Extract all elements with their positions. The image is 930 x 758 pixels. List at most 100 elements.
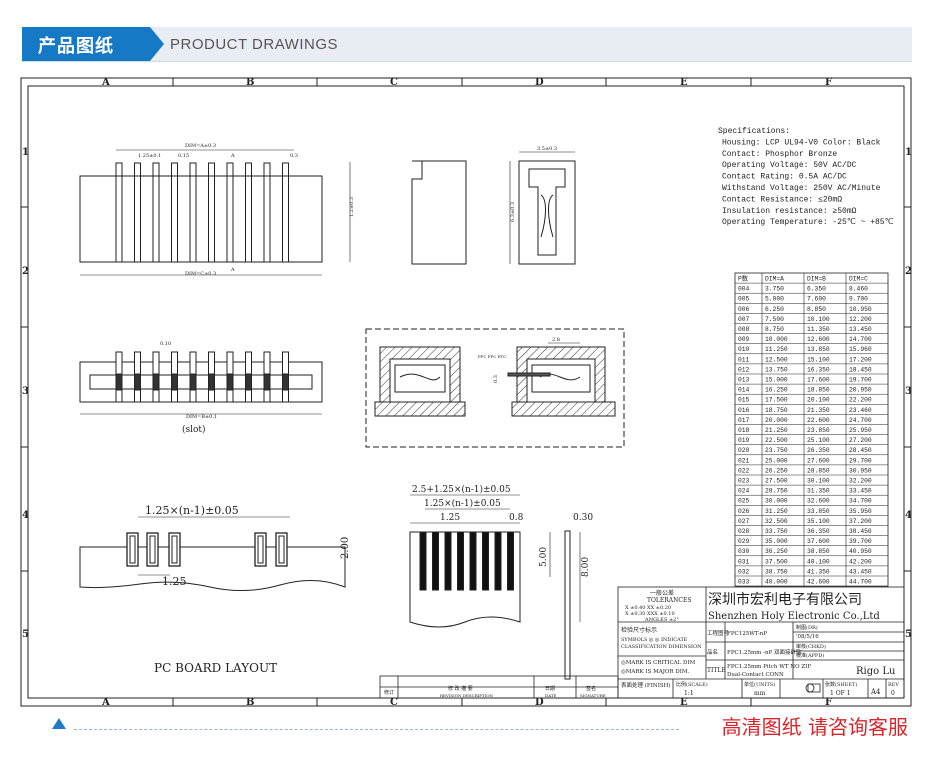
table-cell: 016 xyxy=(738,407,750,414)
table-cell: 011 xyxy=(738,356,750,363)
pcb-pad xyxy=(126,532,139,567)
pin-contact xyxy=(134,373,141,391)
pcb-pad-inner xyxy=(171,535,178,564)
table-cell: 028 xyxy=(738,528,750,535)
pcb-pitch-formula: 1.25×(n-1)±0.05 xyxy=(145,504,239,517)
company-cn: 深圳市宏利电子有限公司 xyxy=(708,591,862,608)
fpc-finger xyxy=(457,531,464,591)
table-cell: 18.450 xyxy=(849,366,872,373)
spec-line: Insulation resistance: ≥50mΩ xyxy=(722,207,857,216)
grid-col-label: E xyxy=(680,697,688,707)
table-cell: 033 xyxy=(738,579,750,586)
fpc-finger xyxy=(482,531,489,591)
spec-line: Housing: LCP UL94-V0 Color: Black xyxy=(722,138,881,147)
table-header-cell: DIM=C xyxy=(849,276,868,283)
section-tag: 产品图纸 xyxy=(22,27,164,61)
table-cell: 015 xyxy=(738,397,750,404)
table-cell: 30.100 xyxy=(807,478,830,485)
fpc-dim-label: 2.8 xyxy=(552,337,560,343)
table-cell: 38.450 xyxy=(849,528,872,535)
table-cell: 32.500 xyxy=(765,518,788,525)
table-cell: 32.600 xyxy=(807,498,830,505)
table-cell: 16.350 xyxy=(807,366,830,373)
table-cell: 008 xyxy=(738,326,750,333)
fpc-finger xyxy=(469,531,477,591)
table-cell: 10.000 xyxy=(765,336,788,343)
table-cell: 15.000 xyxy=(765,377,788,384)
table-cell: 30.000 xyxy=(765,498,788,505)
company-en: Shenzhen Holy Electronic Co.,Ltd xyxy=(708,611,880,622)
grid-col-label: F xyxy=(825,697,832,707)
inspect-en2: CLASSIFICATION DIMENSION xyxy=(621,644,702,650)
table-cell: 009 xyxy=(738,336,750,343)
rev-label: REV xyxy=(888,682,899,688)
pcb-pad-height: 2.00 xyxy=(340,537,351,559)
table-cell: 43.450 xyxy=(849,568,872,575)
table-cell: 019 xyxy=(738,437,750,444)
table-cell: 14.700 xyxy=(849,336,872,343)
grid-col-label: D xyxy=(535,697,544,707)
title-line1: FPC1.25mm Pitch WT NO ZIF xyxy=(727,664,811,670)
pcb-pad xyxy=(254,532,267,567)
fpc-drawing xyxy=(409,494,581,680)
table-cell: 33.450 xyxy=(849,488,872,495)
table-cell: 022 xyxy=(738,467,750,474)
fpc-finger xyxy=(507,531,514,591)
grid-col-label: E xyxy=(680,77,688,88)
table-cell: 17.500 xyxy=(765,397,788,404)
pin-contact xyxy=(115,373,123,391)
table-cell: 6.350 xyxy=(807,286,826,293)
table-cell: 17.200 xyxy=(849,356,872,363)
table-cell: 27.500 xyxy=(765,478,788,485)
pin xyxy=(226,162,234,263)
table-cell: 22.200 xyxy=(849,397,872,404)
table-cell: 25.000 xyxy=(765,457,788,464)
grid-row-label: 2 xyxy=(22,266,29,277)
pin-contact xyxy=(189,373,197,391)
table-cell: 13.450 xyxy=(849,326,872,333)
table-cell: 7.500 xyxy=(765,316,784,323)
title-line2: Dual-Contact CONN xyxy=(727,672,784,678)
section-a-mark: A xyxy=(230,153,235,159)
table-cell: 18.750 xyxy=(765,407,788,414)
surface-finish: 表面处理 (FINISH) xyxy=(621,681,671,689)
table-cell: 39.700 xyxy=(849,538,872,545)
section-subtitle: PRODUCT DRAWINGS xyxy=(170,36,339,53)
table-cell: 023 xyxy=(738,478,750,485)
table-cell: 21.250 xyxy=(765,427,788,434)
fpc-thickness: 0.30 xyxy=(573,513,593,523)
spec-line: Contact Rating: 0.5A AC/DC xyxy=(722,173,847,182)
table-cell: 38.750 xyxy=(765,568,788,575)
table-cell: 11.350 xyxy=(807,326,830,333)
table-cell: 7.600 xyxy=(807,296,826,303)
table-cell: 10.950 xyxy=(849,306,872,313)
pin-contact xyxy=(226,373,234,391)
rev-desc-cn: 修 改 描 要 xyxy=(448,685,473,692)
table-cell: 15.960 xyxy=(849,346,872,353)
table-frame xyxy=(734,272,889,587)
table-cell: 34.700 xyxy=(849,498,872,505)
rev: 0 xyxy=(891,690,895,697)
section-view xyxy=(509,151,576,265)
table-cell: 37.200 xyxy=(849,518,872,525)
pin-contact xyxy=(208,373,215,391)
pcb-pitch: 1.25 xyxy=(162,575,187,588)
table-cell: 13.750 xyxy=(765,366,788,373)
mark-critical: ◎MARK IS CRITICAL DIM xyxy=(621,660,696,666)
pin xyxy=(245,162,252,263)
tol-010-label: 0.10 xyxy=(160,341,171,347)
table-cell: 40.100 xyxy=(807,558,830,565)
pin xyxy=(171,162,178,263)
unit: mm xyxy=(754,690,766,697)
fpc-pitch: 1.25 xyxy=(440,513,460,523)
table-cell: 26.250 xyxy=(765,467,788,474)
tolerance-line1: X ±0.40 XX ±0.20 xyxy=(625,605,671,611)
fpc-finger xyxy=(494,531,502,591)
table-cell: 30.950 xyxy=(849,467,872,474)
section-a-mark-2: A xyxy=(230,267,235,273)
spec-line: Operating Voltage: 50V AC/DC xyxy=(722,161,857,170)
pin xyxy=(208,162,215,263)
grid-row-label: 1 xyxy=(905,147,912,158)
table-cell: 12.600 xyxy=(807,336,830,343)
